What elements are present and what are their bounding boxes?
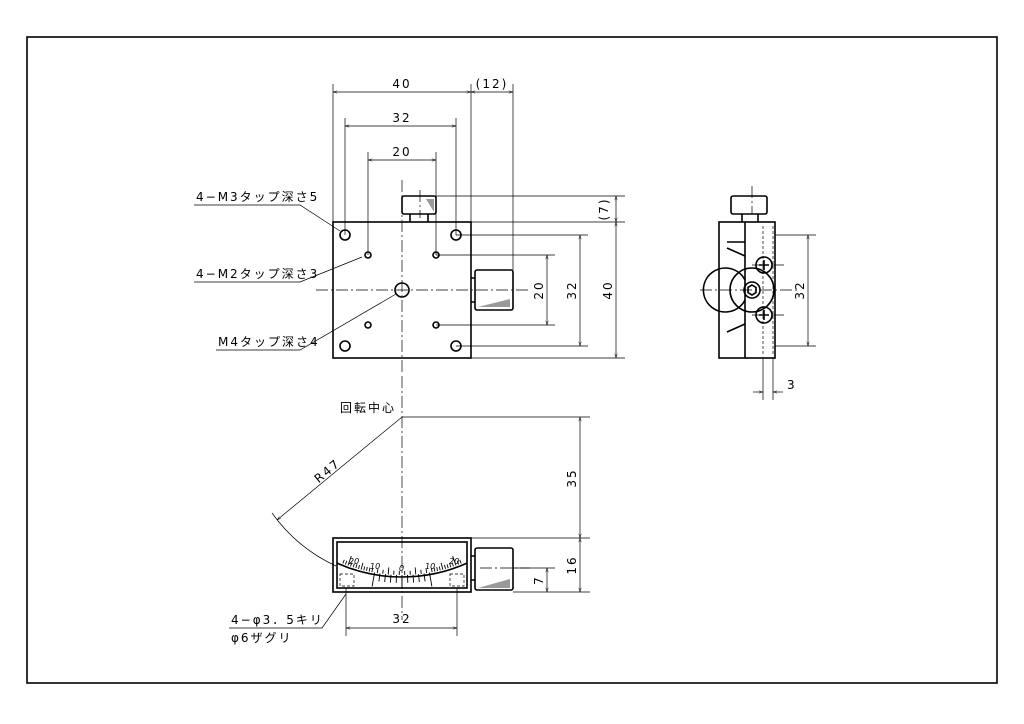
callout-m4-tap: M4タップ深さ4: [218, 335, 320, 349]
m3-holes: [339, 229, 462, 352]
scale-tick: [438, 566, 441, 571]
scale-tick: [378, 573, 381, 582]
scale-labels: 20 10 0 10 20: [349, 557, 459, 573]
dim-height-40: 40: [601, 280, 615, 299]
scale-label: 0: [399, 564, 404, 573]
radius-arc: [271, 512, 337, 567]
dim-height-35: 35: [565, 468, 579, 487]
m4-hole: [394, 282, 410, 298]
scale-tick: [350, 562, 353, 567]
dim-knob-12: (12): [476, 77, 509, 91]
hex-socket-icon: [747, 284, 757, 296]
top-knob: [401, 195, 437, 222]
scale-tick: [371, 572, 376, 587]
base-outline: [332, 537, 472, 593]
scale-tick: [414, 567, 417, 575]
center-lines: [316, 180, 528, 372]
scale-tick: [366, 566, 368, 572]
scale-tick: [358, 564, 360, 570]
scale-tick: [352, 563, 355, 568]
scale-tick: [347, 555, 352, 566]
scale-tick: [376, 569, 379, 574]
side-dim-32: 32: [793, 280, 807, 299]
scale-tick: [389, 574, 392, 583]
dim-width-40: 40: [392, 77, 411, 91]
side-top-knob: [730, 195, 768, 222]
scale-tick: [452, 555, 457, 566]
scale-tick: [412, 574, 415, 583]
scale-tick: [344, 560, 348, 565]
scale-label: 10: [425, 562, 435, 571]
callout-m3-tap: 4−M3タップ深さ5: [196, 190, 319, 204]
scale-tick: [449, 563, 452, 568]
sheet-border: [26, 36, 998, 684]
scale-tick: [430, 568, 433, 573]
dim-width-32: 32: [392, 111, 411, 125]
scale-tick: [446, 564, 449, 569]
scale-label: 20: [349, 557, 359, 566]
dim-height-32: 32: [565, 280, 579, 299]
dim-height-7: 7: [532, 575, 546, 585]
scale-tick: [444, 564, 446, 570]
scale-tick: [456, 560, 460, 565]
radius-label: R47: [312, 456, 344, 486]
scale-tick: [384, 574, 386, 583]
dim-height-20: 20: [532, 280, 546, 299]
scale-tick: [418, 574, 420, 583]
scale-tick: [371, 568, 374, 573]
callout-through-hole: 4−φ3．5キリ: [231, 613, 324, 627]
rotation-center-label: 回転中心: [340, 400, 396, 415]
scale-tick: [360, 562, 364, 570]
callout-counterbore: φ6ザグリ: [231, 631, 293, 645]
scale-tick: [363, 566, 366, 571]
scale-label: 10: [370, 562, 380, 571]
dim-width-20: 20: [392, 145, 411, 159]
side-view: 32 3: [700, 186, 816, 400]
dim-width-32-bottom: 32: [392, 612, 411, 626]
top-view: 40 (12) 32 20 (7) 40 32 20 4−M3タップ深さ5 4−…: [194, 77, 625, 372]
scale-tick: [436, 566, 438, 572]
scale-tick: [423, 573, 426, 582]
scale-tick: [440, 562, 444, 570]
scale-tick: [355, 564, 358, 569]
scale-tick: [451, 562, 454, 567]
scale-label: 20: [449, 557, 459, 566]
callout-m2-tap: 4−M2タップ深さ3: [196, 267, 319, 281]
dim-height-16: 16: [565, 555, 579, 574]
angle-scale: [336, 555, 468, 589]
front-view: 回転中心 R47 20 10 0 10 20 35 16 7 32: [229, 376, 590, 645]
scale-tick: [387, 567, 390, 575]
dim-knob-7: (7): [597, 198, 611, 221]
scale-tick: [425, 569, 428, 574]
scale-tick: [368, 567, 371, 572]
scale-tick: [459, 559, 462, 564]
scale-tick: [433, 567, 436, 572]
scale-tick: [428, 572, 433, 587]
front-knob: [471, 547, 514, 591]
scale-tick: [342, 559, 345, 564]
side-dim-3: 3: [787, 378, 797, 392]
